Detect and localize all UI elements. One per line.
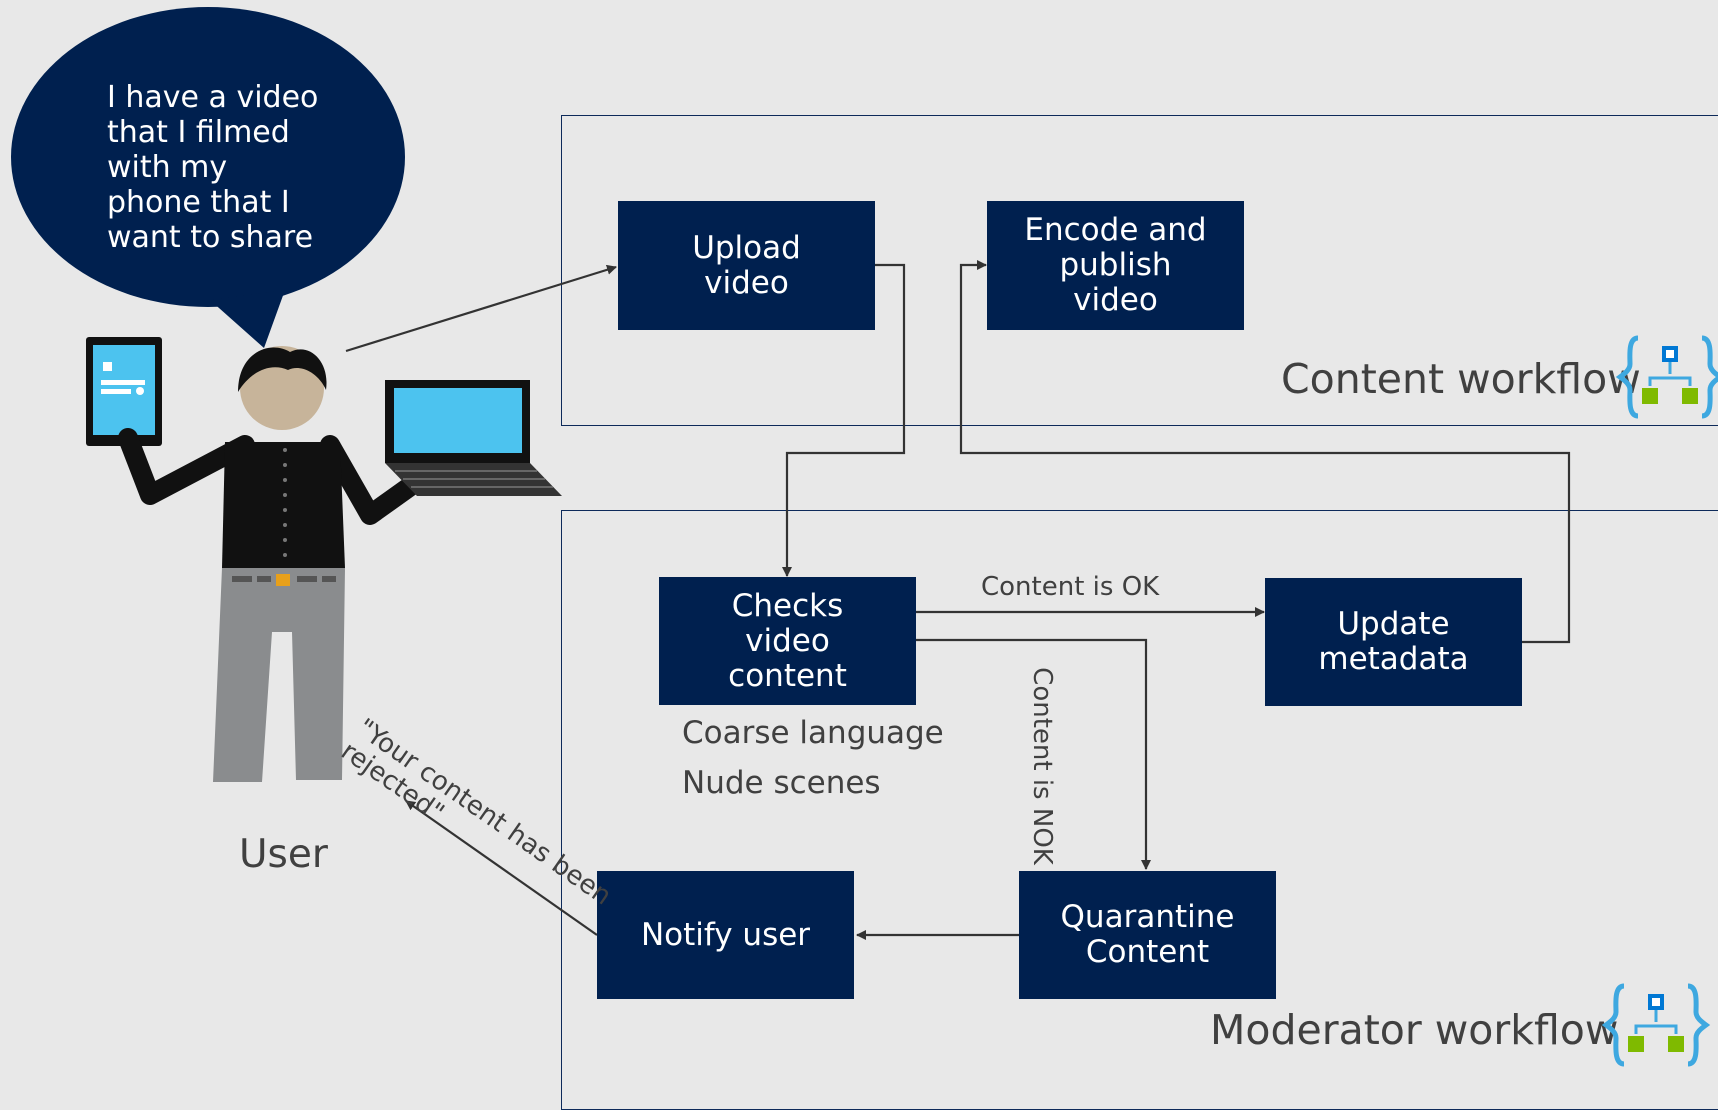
- criteria-nude-scenes: Nude scenes: [682, 765, 881, 801]
- connectors: [345, 260, 1571, 940]
- check-content-step: Checks video content: [659, 577, 916, 705]
- arrow-user-to-upload: [345, 264, 617, 353]
- content-workflow-title: Content workflow: [1281, 355, 1641, 403]
- content-workflow-frame: [561, 115, 1718, 426]
- arrow-update-to-encode: [959, 260, 1571, 644]
- criteria-coarse-language: Coarse language: [682, 715, 944, 751]
- tablet-icon: [86, 337, 162, 446]
- moderator-workflow-title: Moderator workflow: [1210, 1006, 1619, 1054]
- speech-bubble: [11, 7, 405, 348]
- encode-publish-step: Encode and publish video: [987, 201, 1244, 330]
- workflow-icon-moderator: [1601, 983, 1711, 1067]
- arrow-check-to-quarantine: [916, 638, 1151, 870]
- arrow-upload-to-check: [782, 263, 906, 577]
- user-label: User: [239, 832, 328, 877]
- edge-label-content-ok: Content is OK: [981, 572, 1160, 602]
- laptop-icon: [385, 380, 562, 496]
- user-figure: [86, 337, 562, 782]
- arrow-notify-to-user: [405, 800, 598, 936]
- quarantine-content-step: Quarantine Content: [1019, 871, 1276, 999]
- upload-video-step: Upload video: [618, 201, 875, 330]
- update-metadata-step: Update metadata: [1265, 578, 1522, 706]
- notify-user-step: Notify user: [597, 871, 854, 999]
- workflow-icon-content: [1615, 335, 1718, 419]
- speech-bubble-text: I have a video that I filmed with my pho…: [107, 80, 319, 255]
